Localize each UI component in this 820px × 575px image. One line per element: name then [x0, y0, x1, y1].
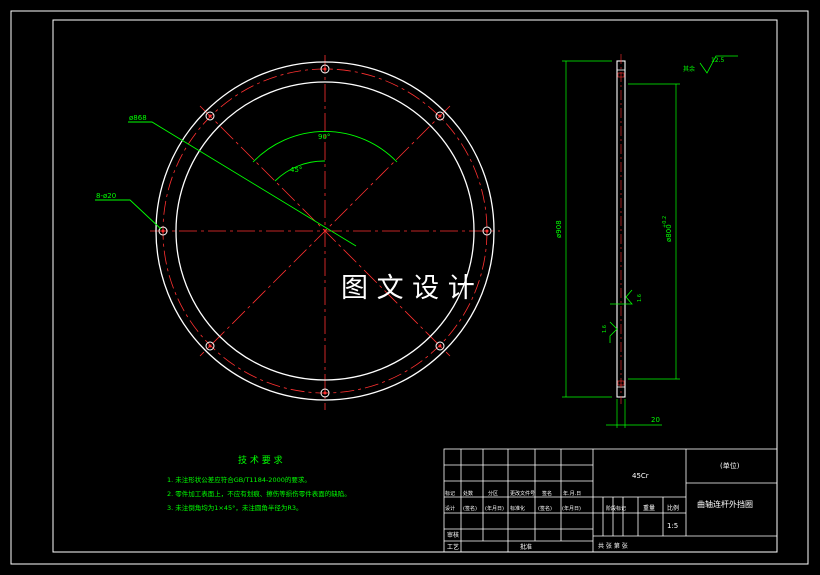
roughness-symbol-top	[699, 55, 738, 74]
angle-arc-90	[252, 130, 398, 163]
stage-label: 阶段标记	[606, 505, 626, 512]
roughness-symbol-a	[610, 289, 633, 305]
bolt-hole	[205, 341, 215, 351]
design-cell: (年月日)	[485, 505, 504, 512]
design-cell: 设计	[445, 505, 455, 512]
inner-border	[52, 19, 778, 553]
roughness-top-note: 其余	[683, 65, 695, 73]
dim-width-label: 20	[651, 416, 660, 424]
part-name-label: 曲轴连杆外挡圈	[697, 499, 753, 509]
sheet-label: 共 张 第 张	[598, 542, 628, 550]
leader-holes	[95, 199, 162, 230]
material-label: 45Cr	[632, 472, 649, 480]
inner-circle	[175, 81, 475, 381]
tech-requirement-item: 1. 未注形状公差应符合GB/T1184-2000的要求。	[167, 475, 311, 484]
revision-cell: 更改文件号	[510, 490, 535, 497]
design-cell: 标准化	[510, 505, 525, 512]
revision-cell: 年.月.日	[563, 490, 581, 497]
side-view: ø908 ø800 +0.2 20 12.5 其余 1.6 1.6	[555, 54, 738, 428]
tech-requirement-item: 2. 零件加工表面上，不应有划痕、擦伤等损伤零件表面的缺陷。	[167, 489, 351, 498]
outer-border	[10, 10, 809, 565]
tech-requirement-item: 3. 未注倒角均为1×45°，未注圆角半径为R3。	[167, 503, 303, 512]
dim-inner-label: ø800	[665, 224, 673, 242]
angle-arc-45	[274, 160, 326, 182]
bolt-hole	[435, 341, 445, 351]
bolt-hole	[482, 226, 492, 236]
revision-cell: 处数	[463, 490, 473, 497]
design-cell: (签名)	[538, 505, 552, 512]
bolt-hole	[205, 111, 215, 121]
tech-requirements: 技 术 要 求 1. 未注形状公差应符合GB/T1184-2000的要求。 2.…	[167, 454, 351, 512]
angle-90-label: 90°	[318, 133, 330, 141]
scale-value: 1:5	[667, 522, 678, 530]
bolt-holes	[158, 64, 492, 398]
bolt-hole	[320, 388, 330, 398]
dim-outer-label: ø908	[555, 220, 563, 238]
tech-requirements-title: 技 术 要 求	[238, 454, 283, 466]
title-block-text: 45Cr (单位) 曲轴连杆外挡圈 标记 处数 分区 更改文件号 签名 年.月.…	[445, 461, 753, 551]
design-cell: (年月日)	[562, 505, 581, 512]
angle-45-label: 45°	[290, 166, 302, 174]
outer-circle	[155, 61, 495, 401]
roughness-symbol-b	[609, 321, 618, 343]
dim-holes-label: 8-ø20	[96, 192, 116, 200]
revision-cell: 标记	[445, 490, 455, 497]
bolt-hole	[320, 64, 330, 74]
watermark-text: 图 文 设 计	[341, 273, 475, 304]
design-cell: (签名)	[463, 505, 477, 512]
title-block	[443, 448, 778, 553]
revision-cell: 签名	[542, 490, 552, 497]
roughness-a-value: 1.6	[637, 294, 643, 302]
front-view: ø868 8-ø20 90° 45°	[95, 55, 500, 410]
weight-label: 重量	[643, 504, 655, 512]
revision-cell: 分区	[488, 490, 498, 497]
bolt-hole	[435, 111, 445, 121]
dim-pcd-label: ø868	[129, 114, 147, 122]
roughness-b-value: 1.6	[602, 325, 608, 333]
check-label: 审核	[447, 531, 459, 539]
dim-inner-tolerance: +0.2	[662, 216, 668, 228]
roughness-top-value: 12.5	[711, 57, 725, 64]
unit-label: (单位)	[720, 461, 740, 470]
leader-pcd	[128, 121, 357, 247]
scale-label: 比例	[667, 504, 679, 512]
center-line-diag-2	[199, 105, 451, 357]
process-label: 工艺	[447, 543, 459, 551]
approve-label: 批准	[520, 543, 532, 551]
bolt-hole	[158, 226, 168, 236]
